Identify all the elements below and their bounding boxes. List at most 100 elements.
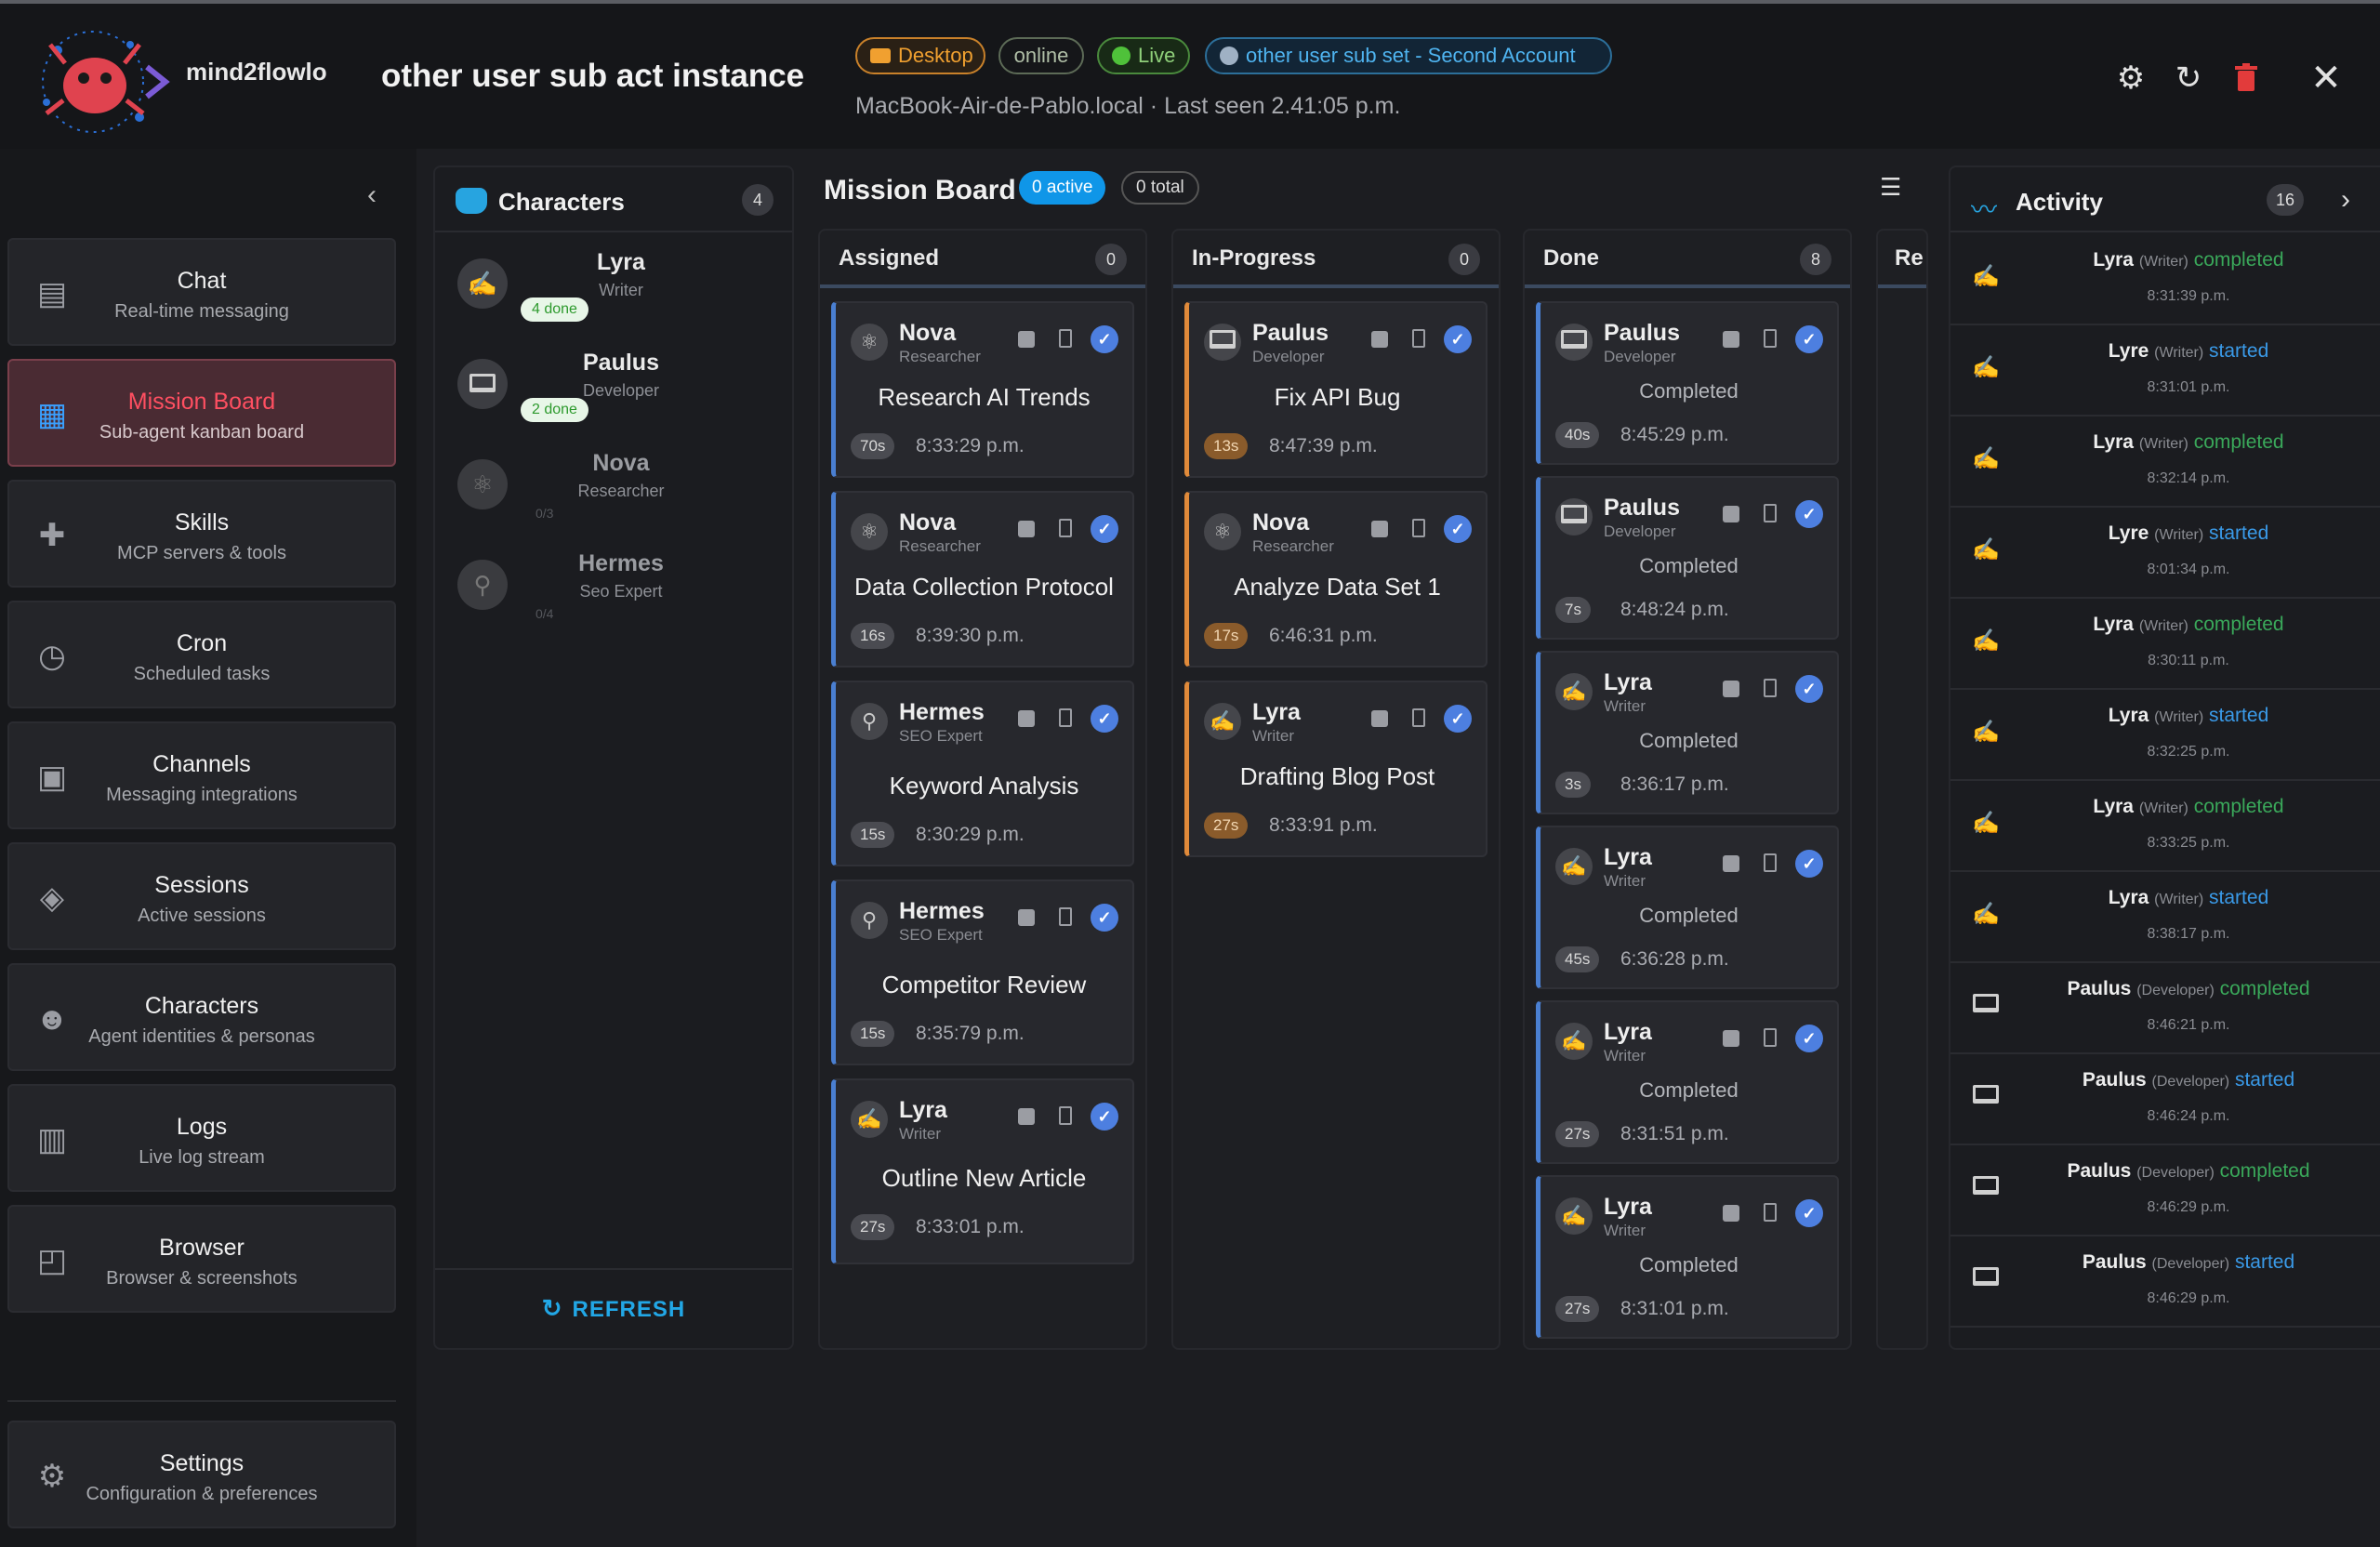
sidebar-item-characters[interactable]: ☻ Characters Agent identities & personas <box>7 963 396 1071</box>
task-agent-role: Developer <box>1604 522 1676 540</box>
task-card[interactable]: ⚛ Nova Researcher ✓ Research AI Trends 7… <box>831 301 1134 478</box>
activity-role: (Writer) <box>2138 436 2188 452</box>
trash-icon[interactable] <box>1059 907 1072 926</box>
check-icon[interactable]: ✓ <box>1444 325 1472 353</box>
task-card[interactable]: ✍ Lyra Writer ✓ Drafting Blog Post 27s 8… <box>1184 681 1488 857</box>
save-icon[interactable] <box>1018 710 1035 727</box>
account-badge[interactable]: other user sub set - Second Account <box>1205 37 1612 74</box>
check-icon[interactable]: ✓ <box>1795 850 1823 878</box>
check-icon[interactable]: ✓ <box>1795 325 1823 353</box>
task-status: Completed <box>1639 729 1739 752</box>
task-card[interactable]: ✍ Lyra Writer ✓ Completed 27s 8:31:51 p.… <box>1536 1000 1839 1164</box>
task-card[interactable]: ✍ Lyra Writer ✓ Completed 45s 6:36:28 p.… <box>1536 826 1839 989</box>
done-count-badge: 0/3 <box>536 506 554 521</box>
trash-icon[interactable] <box>1764 679 1777 697</box>
save-icon[interactable] <box>1018 331 1035 348</box>
trash-icon[interactable] <box>1059 329 1072 348</box>
save-icon[interactable] <box>1371 331 1388 348</box>
check-icon[interactable]: ✓ <box>1444 515 1472 543</box>
save-icon[interactable] <box>1018 521 1035 537</box>
character-name: Lyra <box>597 249 645 275</box>
save-icon[interactable] <box>1723 506 1739 522</box>
check-icon[interactable]: ✓ <box>1091 515 1118 543</box>
refresh-button[interactable]: ↻ <box>2170 60 2207 97</box>
save-icon[interactable] <box>1018 909 1035 926</box>
sidebar-item-browser[interactable]: ◰ Browser Browser & screenshots <box>7 1205 396 1313</box>
puzzle-icon: ✚ <box>38 518 66 553</box>
filter-button[interactable]: ☰ <box>1880 173 1911 201</box>
check-icon[interactable]: ✓ <box>1091 705 1118 733</box>
character-item-paulus[interactable]: Paulus Developer 2 done <box>435 340 794 433</box>
trash-icon[interactable] <box>1059 519 1072 537</box>
character-item-lyra[interactable]: ✍ Lyra Writer 4 done <box>435 240 794 333</box>
save-icon[interactable] <box>1371 710 1388 727</box>
task-card[interactable]: ✍ Lyra Writer ✓ Completed 3s 8:36:17 p.m… <box>1536 651 1839 814</box>
task-time: 8:33:01 p.m. <box>916 1216 1025 1237</box>
chevron-right-icon[interactable]: › <box>2341 184 2350 215</box>
column-count: 0 <box>1095 244 1127 275</box>
save-icon[interactable] <box>1723 1205 1739 1222</box>
check-icon[interactable]: ✓ <box>1444 705 1472 733</box>
sidebar-item-cron[interactable]: ◷ Cron Scheduled tasks <box>7 601 396 708</box>
task-card[interactable]: ✍ Lyra Writer ✓ Completed 27s 8:31:01 p.… <box>1536 1175 1839 1339</box>
task-card[interactable]: Paulus Developer ✓ Completed 40s 8:45:29… <box>1536 301 1839 465</box>
character-item-hermes[interactable]: ⚲ Hermes Seo Expert 0/4 <box>435 541 794 634</box>
character-item-nova[interactable]: ⚛ Nova Researcher 0/3 <box>435 441 794 534</box>
refresh-characters-button[interactable]: ↻REFRESH <box>435 1294 792 1323</box>
task-card[interactable]: Paulus Developer ✓ Completed 7s 8:48:24 … <box>1536 476 1839 640</box>
save-icon[interactable] <box>1371 521 1388 537</box>
sidebar-item-logs[interactable]: ▥ Logs Live log stream <box>7 1084 396 1192</box>
trash-icon[interactable] <box>1059 708 1072 727</box>
trash-icon[interactable] <box>1059 1106 1072 1125</box>
task-agent-name: Paulus <box>1604 320 1680 346</box>
sidebar-item-sessions[interactable]: ◈ Sessions Active sessions <box>7 842 396 950</box>
delete-button[interactable] <box>2228 60 2265 97</box>
save-icon[interactable] <box>1723 331 1739 348</box>
task-agent-role: Developer <box>1604 348 1676 365</box>
sidebar-item-channels[interactable]: ▣ Channels Messaging integrations <box>7 721 396 829</box>
task-card[interactable]: ✍ Lyra Writer ✓ Outline New Article 27s … <box>831 1078 1134 1264</box>
check-icon[interactable]: ✓ <box>1795 1025 1823 1052</box>
check-icon[interactable]: ✓ <box>1795 675 1823 703</box>
check-icon[interactable]: ✓ <box>1091 904 1118 932</box>
trash-icon[interactable] <box>1764 1203 1777 1222</box>
nav-title: Logs <box>176 1114 228 1140</box>
settings-button[interactable]: ⚙ <box>2112 60 2149 97</box>
trash-icon[interactable] <box>1764 1028 1777 1047</box>
activity-item: ✍ Lyra (Writer) completed 8:31:39 p.m. <box>1950 234 2380 325</box>
trash-icon[interactable] <box>1764 329 1777 348</box>
task-time: 8:33:91 p.m. <box>1269 814 1378 836</box>
save-icon[interactable] <box>1018 1108 1035 1125</box>
task-card[interactable]: ⚲ Hermes SEO Expert ✓ Competitor Review … <box>831 879 1134 1065</box>
close-icon: ✕ <box>2310 58 2342 99</box>
close-button[interactable]: ✕ <box>2307 60 2345 97</box>
sidebar-item-settings[interactable]: ⚙ Settings Configuration & preferences <box>7 1421 396 1528</box>
collapse-sidebar-button[interactable]: ‹ <box>353 177 390 214</box>
sidebar-item-chat[interactable]: ▤ Chat Real-time messaging <box>7 238 396 346</box>
save-icon[interactable] <box>1723 855 1739 872</box>
user-icon <box>1220 46 1238 65</box>
check-icon[interactable]: ✓ <box>1091 1103 1118 1130</box>
task-card[interactable]: Paulus Developer ✓ Fix API Bug 13s 8:47:… <box>1184 301 1488 478</box>
check-icon[interactable]: ✓ <box>1795 500 1823 528</box>
check-icon[interactable]: ✓ <box>1091 325 1118 353</box>
task-card[interactable]: ⚛ Nova Researcher ✓ Data Collection Prot… <box>831 491 1134 668</box>
sidebar-item-skills[interactable]: ✚ Skills MCP servers & tools <box>7 480 396 588</box>
trash-icon[interactable] <box>1412 329 1425 348</box>
save-icon[interactable] <box>1723 1030 1739 1047</box>
task-title: Fix API Bug <box>1274 383 1401 411</box>
check-icon[interactable]: ✓ <box>1795 1199 1823 1227</box>
activity-line: Lyre (Writer) started <box>2016 522 2361 545</box>
task-status: Completed <box>1639 554 1739 577</box>
task-card[interactable]: ⚛ Nova Researcher ✓ Analyze Data Set 1 1… <box>1184 491 1488 668</box>
trash-icon[interactable] <box>1764 504 1777 522</box>
clock-icon: ◷ <box>38 639 66 674</box>
trash-icon[interactable] <box>1412 708 1425 727</box>
task-card[interactable]: ⚲ Hermes SEO Expert ✓ Keyword Analysis 1… <box>831 681 1134 866</box>
writing-hand-icon: ✍ <box>1972 902 2000 927</box>
sidebar-item-mission-board[interactable]: ▦ Mission Board Sub-agent kanban board <box>7 359 396 467</box>
nav-subtitle: Configuration & preferences <box>86 1484 318 1504</box>
save-icon[interactable] <box>1723 681 1739 697</box>
trash-icon[interactable] <box>1412 519 1425 537</box>
trash-icon[interactable] <box>1764 853 1777 872</box>
